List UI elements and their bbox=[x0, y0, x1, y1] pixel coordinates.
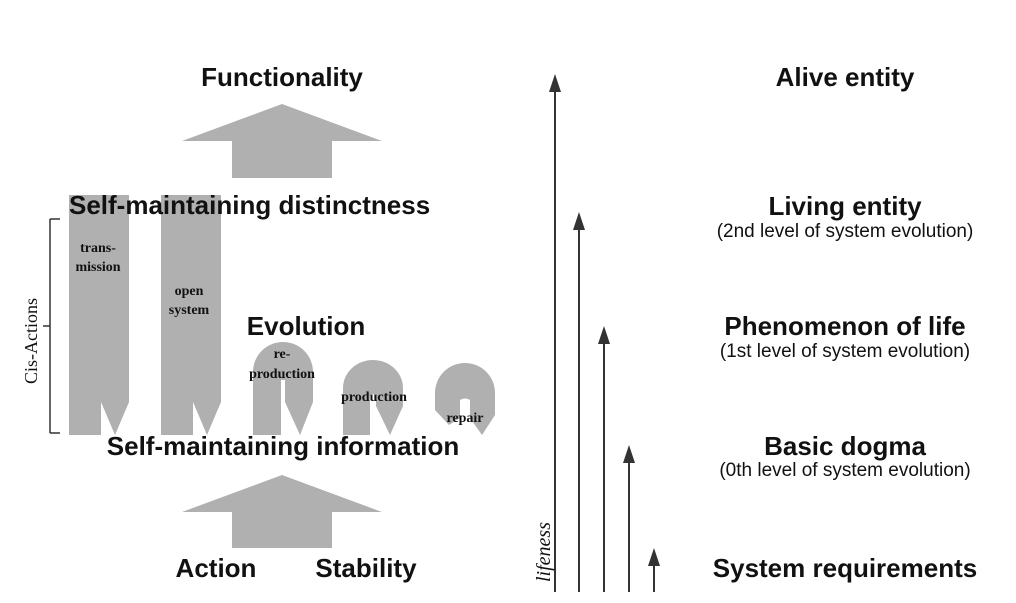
arrow-basic-dogma bbox=[623, 445, 635, 592]
level-title-basic-dogma: Basic dogma bbox=[764, 431, 926, 461]
level-title-system-requirements: System requirements bbox=[713, 553, 977, 583]
cis-actions-label: Cis-Actions bbox=[21, 298, 41, 384]
distinctness-label: Self-maintaining distinctness bbox=[69, 190, 430, 220]
functionality-arrow bbox=[182, 104, 382, 178]
reproduction-label-1: re- bbox=[274, 347, 291, 362]
arrow-living-entity bbox=[573, 212, 585, 592]
repair-shape bbox=[435, 363, 495, 435]
transmission-label-2: mission bbox=[75, 260, 120, 275]
action-label: Action bbox=[176, 553, 257, 583]
open-system-shape bbox=[161, 195, 221, 435]
evolution-label: Evolution bbox=[247, 311, 365, 341]
level-subtitle-living-entity: (2nd level of system evolution) bbox=[717, 221, 974, 242]
open-system-label-2: system bbox=[169, 303, 210, 318]
arrow-phenomenon-of-life bbox=[598, 326, 610, 592]
level-title-living-entity: Living entity bbox=[768, 191, 922, 221]
level-subtitle-basic-dogma: (0th level of system evolution) bbox=[719, 460, 970, 481]
production-shape bbox=[343, 360, 403, 435]
reproduction-shape bbox=[253, 342, 313, 435]
arrow-system-requirements bbox=[648, 548, 660, 592]
functionality-label: Functionality bbox=[201, 62, 363, 92]
arrow-alive-entity bbox=[549, 74, 561, 592]
information-label: Self-maintaining information bbox=[107, 431, 459, 461]
transmission-shape bbox=[69, 195, 129, 435]
reproduction-label-2: production bbox=[249, 367, 315, 382]
repair-label: repair bbox=[446, 411, 483, 426]
cis-actions-bracket bbox=[43, 218, 60, 434]
open-system-label-1: open bbox=[175, 284, 204, 299]
level-subtitle-phenomenon-of-life: (1st level of system evolution) bbox=[720, 341, 970, 362]
level-title-alive-entity: Alive entity bbox=[776, 62, 915, 92]
production-label: production bbox=[341, 390, 407, 405]
transmission-label-1: trans- bbox=[80, 241, 116, 256]
level-title-phenomenon-of-life: Phenomenon of life bbox=[724, 311, 965, 341]
lifeness-arrows bbox=[549, 74, 660, 592]
lifeness-label: lifeness bbox=[533, 522, 555, 582]
foundation-arrow bbox=[182, 475, 382, 548]
stability-label: Stability bbox=[315, 553, 417, 583]
